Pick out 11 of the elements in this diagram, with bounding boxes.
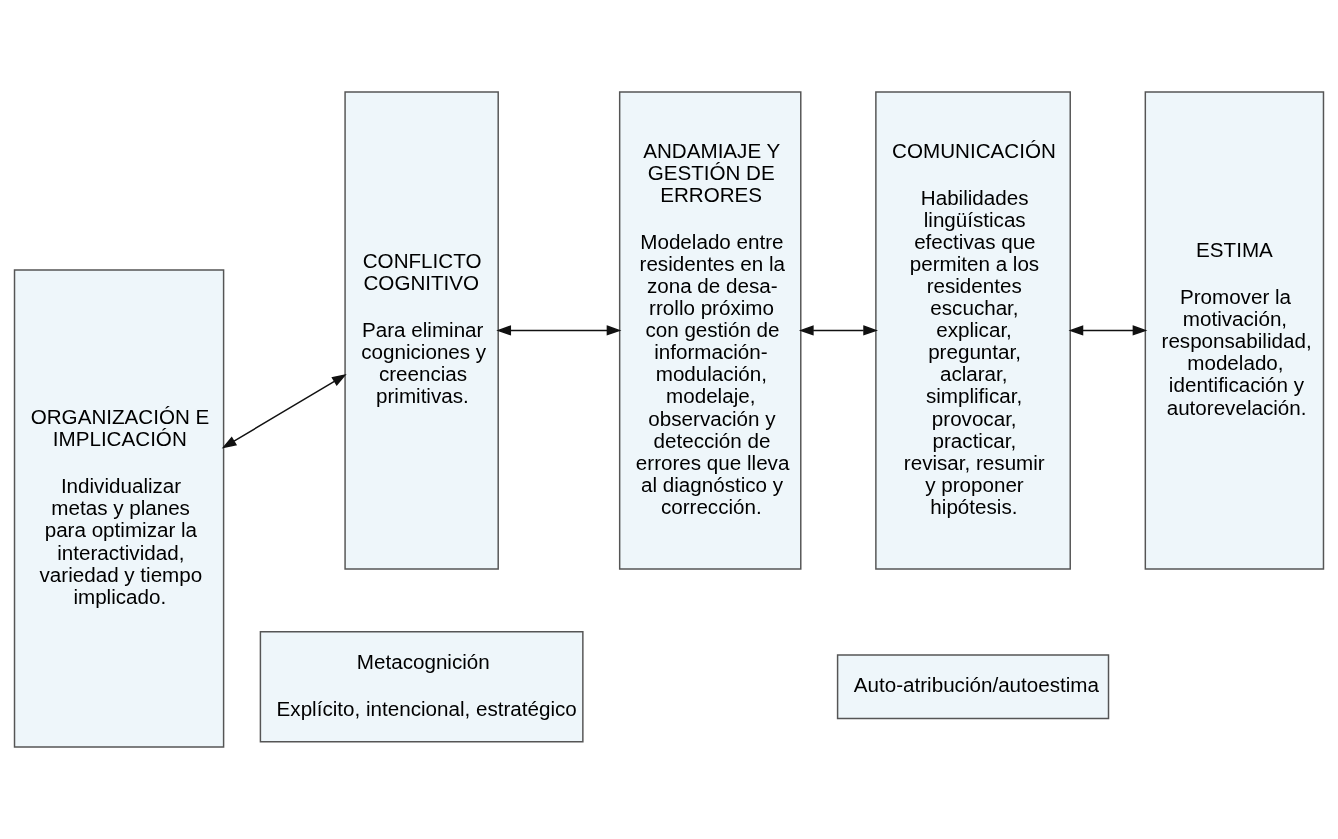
node-box: CONFLICTO COGNITIVO Para eliminar cogniciones y creencias primitivas. <box>344 91 499 570</box>
arrow <box>798 325 878 336</box>
arrow <box>496 325 622 336</box>
node-box: Metacognición Explícito, intencional, estratégico <box>259 631 584 743</box>
node-box: ORGANIZACIÓN E IMPLICACIÓN Individualizar metas y planes para optimizar la interactividad, variedad y tiempo implicado. <box>13 269 225 748</box>
node-box: ANDAMIAJE Y GESTIÓN DE ERRORES Modelado entre residentes en la zona de desa- rrollo próximo con gestión de información- modulación, modelaje, observación y detección de errores que lleva al diagnóstico y corrección. <box>618 91 802 570</box>
arrow <box>1068 325 1148 336</box>
arrow <box>221 374 347 449</box>
node-box: ESTIMA Promover la motivación, responsabilidad, modelado, identificación y autorevelación. <box>1144 91 1325 570</box>
node-box: Auto-atribución/autoestima <box>836 654 1110 720</box>
node-box: COMUNICACIÓN Habilidades lingüísticas efectivas que permiten a los residentes escuchar, explicar, preguntar, aclarar, simplificar, provocar, practicar, revisar, resumir y proponer hipótesis. <box>875 91 1071 570</box>
